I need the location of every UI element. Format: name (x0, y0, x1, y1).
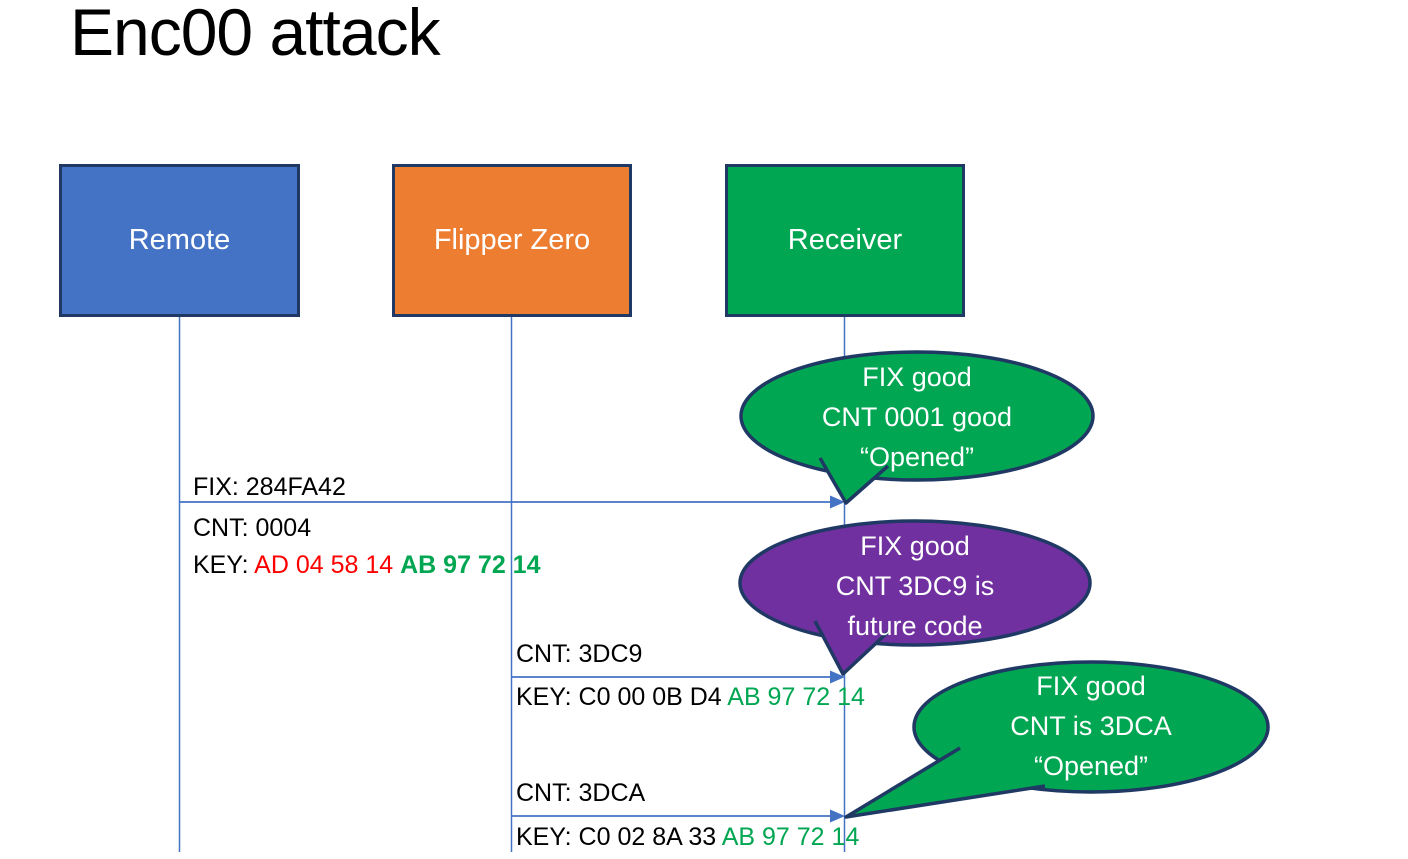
bubble-line: CNT 0001 good (821, 402, 1013, 432)
bubble-ellipse (738, 519, 1092, 647)
cnt-value: CNT: 3DCA (516, 779, 646, 807)
bubble-line: CNT is 3DCA (1010, 711, 1172, 741)
message-3-key: KEY: C0 02 8A 33 AB 97 72 14 (516, 822, 859, 852)
bubble-1-text: FIX good CNT 0001 good “Opened” (717, 357, 1117, 477)
bubble-line: “Opened” (859, 442, 975, 472)
bubble-2-text: FIX good CNT 3DC9 is future code (715, 526, 1115, 646)
key-label: KEY: (516, 683, 579, 711)
bubble-line: CNT 3DC9 is (835, 571, 995, 601)
speech-bubble-purple-future-code (738, 519, 1092, 676)
message-1-key: KEY: AD 04 58 14 AB 97 72 14 (193, 550, 540, 580)
speech-bubble-green-opened-1 (739, 350, 1095, 505)
key-hex-fixed-part: AB 97 72 14 (727, 683, 865, 711)
key-hex-rolling-part: C0 00 0B D4 (578, 683, 728, 711)
message-3-cnt: CNT: 3DCA (516, 778, 645, 808)
actor-label-receiver: Receiver (787, 224, 903, 256)
bubble-ellipse (739, 350, 1095, 482)
key-hex-rolling-part: AD 04 58 14 (254, 551, 401, 579)
speech-bubble-green-opened-2 (844, 660, 1270, 819)
actor-box-remote: Remote (59, 164, 300, 317)
fix-value: FIX: 284FA42 (193, 473, 346, 501)
bubble-line: “Opened” (1033, 751, 1149, 781)
bubble-line: future code (847, 611, 983, 641)
key-label: KEY: (193, 551, 255, 579)
bubble-ellipse (912, 660, 1270, 794)
message-2-cnt: CNT: 3DC9 (516, 639, 642, 669)
key-hex-fixed-part: AB 97 72 14 (400, 551, 541, 579)
bubble-tail (818, 457, 890, 505)
key-label: KEY: (516, 823, 579, 851)
bubble-tail (813, 620, 890, 676)
message-2-key: KEY: C0 00 0B D4 AB 97 72 14 (516, 682, 865, 712)
bubble-tail (844, 746, 1046, 819)
actor-box-flipper-zero: Flipper Zero (392, 164, 632, 317)
arrowhead-flipper-to-receiver-1 (830, 670, 845, 684)
cnt-value: CNT: 0004 (193, 514, 312, 542)
key-hex-fixed-part: AB 97 72 14 (721, 823, 860, 851)
cnt-value: CNT: 3DC9 (516, 640, 643, 668)
arrowhead-flipper-to-receiver-2 (830, 809, 845, 823)
actor-label-remote: Remote (128, 224, 231, 256)
bubble-line: FIX good (860, 531, 970, 561)
key-hex-rolling-part: C0 02 8A 33 (578, 823, 722, 851)
bubble-line: FIX good (862, 362, 972, 392)
bubble-line: FIX good (1036, 671, 1146, 701)
bubble-3-text: FIX good CNT is 3DCA “Opened” (891, 666, 1291, 786)
actor-box-receiver: Receiver (725, 164, 965, 317)
message-1-fix: FIX: 284FA42 (193, 472, 346, 502)
actor-label-flipper-zero: Flipper Zero (433, 224, 591, 256)
slide-title: Enc00 attack (70, 0, 441, 69)
message-1-cnt: CNT: 0004 (193, 513, 311, 543)
arrowhead-remote-to-receiver (830, 495, 845, 509)
